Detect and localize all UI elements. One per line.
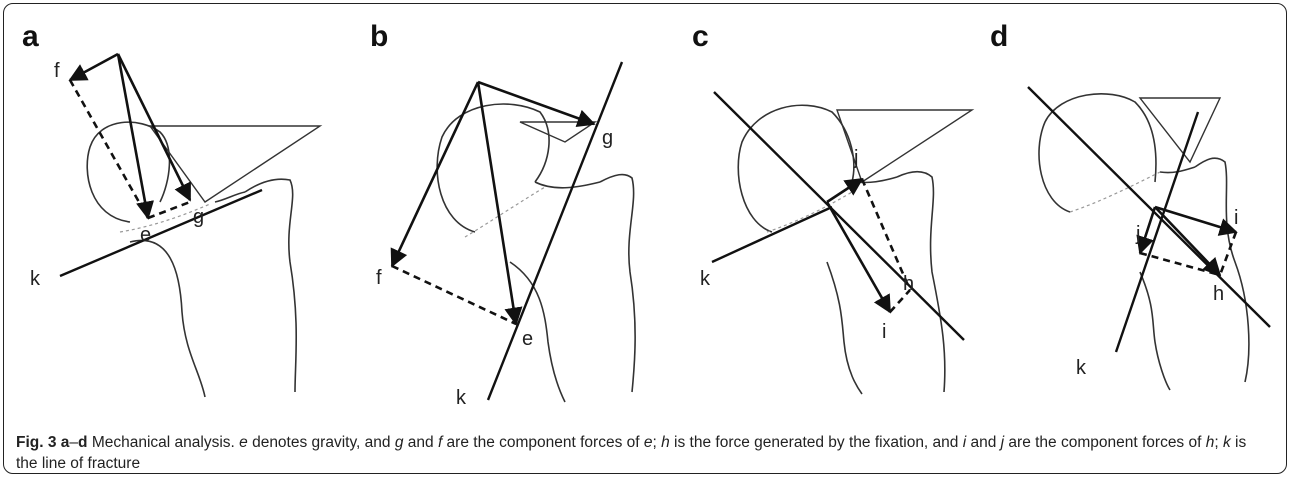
label-g: g: [602, 127, 613, 149]
vector-h: [825, 201, 892, 314]
trochanter-outline: [244, 178, 298, 393]
femur-shaft-outline: [1139, 271, 1171, 391]
vector-g: [116, 53, 192, 202]
fracture-line-k: [711, 205, 833, 264]
label-j: j: [853, 147, 858, 169]
femur-shaft-outline: [826, 261, 863, 395]
label-j: j: [1135, 223, 1140, 245]
panel-a: a f e g k: [20, 20, 323, 412]
femoral-head-outline: [737, 104, 855, 233]
neck-outline: [214, 191, 246, 203]
plate-outline: [1138, 97, 1222, 164]
caption-range-dash: –: [69, 434, 79, 451]
label-k: k: [30, 268, 41, 290]
fracture-line-k: [1114, 111, 1200, 353]
label-g: g: [193, 206, 204, 228]
fracture-line-k: [59, 188, 263, 278]
trochanter-outline: [599, 173, 636, 393]
vector-e: [476, 81, 523, 326]
component-j-dashed: [860, 178, 912, 291]
femoral-head-outline: [436, 103, 550, 233]
growth-line: [766, 191, 853, 233]
caption-var-g: g: [394, 434, 404, 451]
panel-b-diagram: g f e k: [376, 61, 636, 409]
femoral-head-outline: [1038, 93, 1157, 213]
caption-var-k: k: [1222, 434, 1231, 451]
panel-a-letter: a: [22, 20, 39, 53]
label-i: i: [882, 321, 886, 343]
plate-outline: [519, 121, 598, 143]
label-h: h: [1213, 283, 1224, 305]
figure-frame: [3, 3, 1287, 474]
panel-b: b g f e k: [370, 22, 670, 412]
neck-outline: [534, 181, 601, 189]
vector-f: [390, 81, 480, 268]
label-f: f: [376, 267, 382, 289]
component-j-dashed: [1139, 251, 1221, 277]
vector-i: [1154, 205, 1238, 236]
plate-outline: [148, 125, 323, 203]
panel-d: d j i h k: [990, 22, 1290, 412]
component-i-dashed: [1218, 231, 1238, 276]
caption-text: are the component forces of: [1004, 434, 1206, 451]
panel-c: c j h i k: [692, 22, 992, 412]
caption-fig-label: Fig. 3: [16, 434, 57, 451]
label-k: k: [1076, 357, 1087, 379]
vector-e: [116, 53, 155, 220]
caption-var-h: h: [661, 434, 670, 451]
trochanter-outline: [896, 170, 946, 393]
fracture-line-k: [486, 61, 624, 401]
caption-var-e: e: [643, 434, 653, 451]
component-f-dashed: [391, 264, 517, 326]
caption-var-f: f: [437, 434, 443, 451]
component-g-dashed: [147, 200, 191, 220]
vector-f: [68, 52, 119, 82]
caption-range-start: a: [60, 434, 70, 451]
panel-d-letter: d: [990, 20, 1009, 53]
caption-text: ;: [1214, 434, 1223, 451]
caption-range-end: d: [78, 434, 88, 451]
caption-text: is the line of fracture: [16, 434, 1247, 472]
caption-var-e: e: [239, 434, 248, 451]
panel-c-diagram: j h i k: [700, 91, 975, 395]
panel-d-diagram: j i h k: [1027, 86, 1271, 391]
growth-line: [1069, 171, 1161, 213]
femur-shaft-outline: [129, 239, 206, 398]
caption-text: denotes gravity, and: [247, 434, 395, 451]
label-k: k: [456, 387, 467, 409]
label-e: e: [140, 224, 151, 246]
vector-g: [477, 80, 596, 127]
vector-j: [826, 177, 864, 204]
caption-title: Mechanical analysis.: [87, 434, 240, 451]
caption-text: are the component forces of: [442, 434, 644, 451]
caption-text: ;: [652, 434, 662, 451]
caption-text: and: [403, 434, 438, 451]
caption-var-h: h: [1205, 434, 1215, 451]
panel-b-letter: b: [370, 20, 389, 53]
caption-var-i: i: [962, 434, 967, 451]
plate-outline: [836, 109, 975, 184]
caption-text: is the force generated by the fixation, …: [669, 434, 963, 451]
label-i: i: [1234, 207, 1238, 229]
growth-line: [119, 203, 211, 233]
femoral-head-outline: [86, 121, 171, 223]
caption-var-j: j: [1000, 434, 1005, 451]
figure-caption: Fig. 3 a–d Mechanical analysis. e denote…: [16, 432, 1271, 474]
label-h: h: [903, 273, 914, 295]
caption-text: and: [966, 434, 1001, 451]
fixation-line: [1027, 86, 1271, 328]
vector-j: [1136, 206, 1157, 255]
label-f: f: [54, 60, 60, 82]
component-i-dashed: [889, 289, 911, 313]
panel-a-diagram: f e g k: [30, 52, 323, 398]
label-k: k: [700, 268, 711, 290]
femur-shaft-outline: [509, 261, 566, 403]
component-f-dashed: [68, 79, 150, 219]
fixation-line: [713, 91, 965, 341]
label-e: e: [522, 328, 533, 350]
neck-outline: [1159, 166, 1196, 174]
growth-line: [464, 186, 546, 238]
panel-c-letter: c: [692, 20, 709, 53]
vector-h: [1154, 206, 1222, 277]
